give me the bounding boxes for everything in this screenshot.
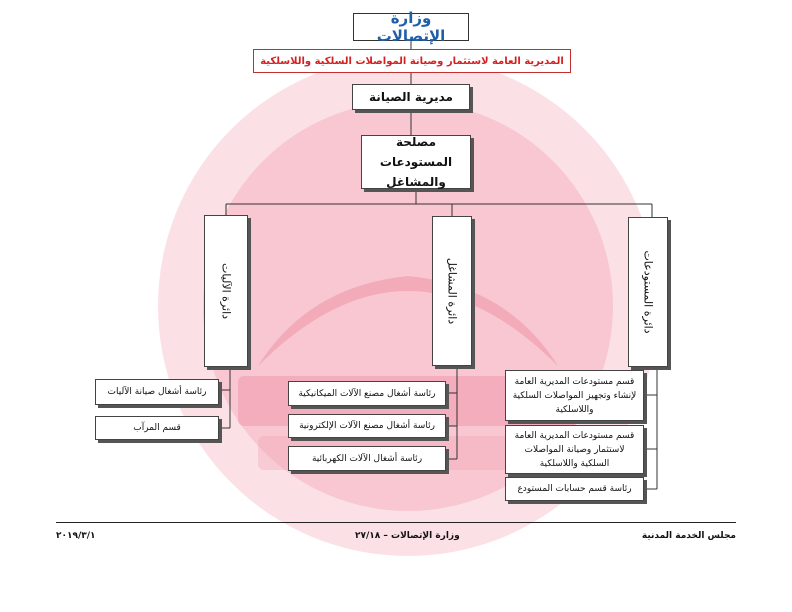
depots-line-2: والمشاغل <box>386 175 446 189</box>
footer-reference: وزارة الإتصالات – ٢٧/١٨ <box>355 531 460 541</box>
depots-line-1: مصلحة المستودعات <box>379 135 453 169</box>
unit-mechanical-factory: رئاسة أشغال مصنع الآلات الميكانيكية <box>288 381 446 406</box>
ministry-box: وزارة الإتصالات <box>353 9 469 45</box>
footer-divider <box>56 522 736 523</box>
department-workshops-label: دائرة المشاغل <box>445 257 459 325</box>
footer-date: ٢٠١٩/٣/١ <box>56 531 96 541</box>
department-mechanisms-label: دائرة الآليات <box>219 262 233 320</box>
unit-depots-maintenance: قسم مستودعات المديرية العامة لاستثمار وص… <box>505 425 644 474</box>
unit-depot-accounts: رئاسة قسم حسابات المستودع <box>505 477 644 501</box>
footer-council: مجلس الخدمة المدنية <box>641 531 736 541</box>
department-depots-label: دائرة المستودعات <box>641 250 655 334</box>
general-directorate-box: المديرية العامة لاستثمار وصيانة المواصلا… <box>253 49 571 73</box>
unit-electronic-factory: رئاسة أشغال مصنع الآلات الإلكترونية <box>288 414 446 438</box>
department-mechanisms-box: دائرة الآليات <box>204 215 248 367</box>
unit-garage: قسم المرآب <box>95 416 219 440</box>
unit-electrical-works: رئاسة أشغال الآلات الكهربائية <box>288 446 446 471</box>
department-workshops-box: دائرة المشاغل <box>432 216 472 366</box>
unit-depots-construction: قسم مستودعات المديرية العامة لإنشاء وتجه… <box>505 370 644 421</box>
depots-workshops-service-box: مصلحة المستودعات والمشاغل <box>361 135 471 189</box>
unit-mechanisms-maintenance: رئاسة أشغال صيانة الآليات <box>95 379 219 405</box>
department-depots-box: دائرة المستودعات <box>628 217 668 367</box>
maintenance-directorate-box: مديرية الصيانة <box>352 84 470 110</box>
